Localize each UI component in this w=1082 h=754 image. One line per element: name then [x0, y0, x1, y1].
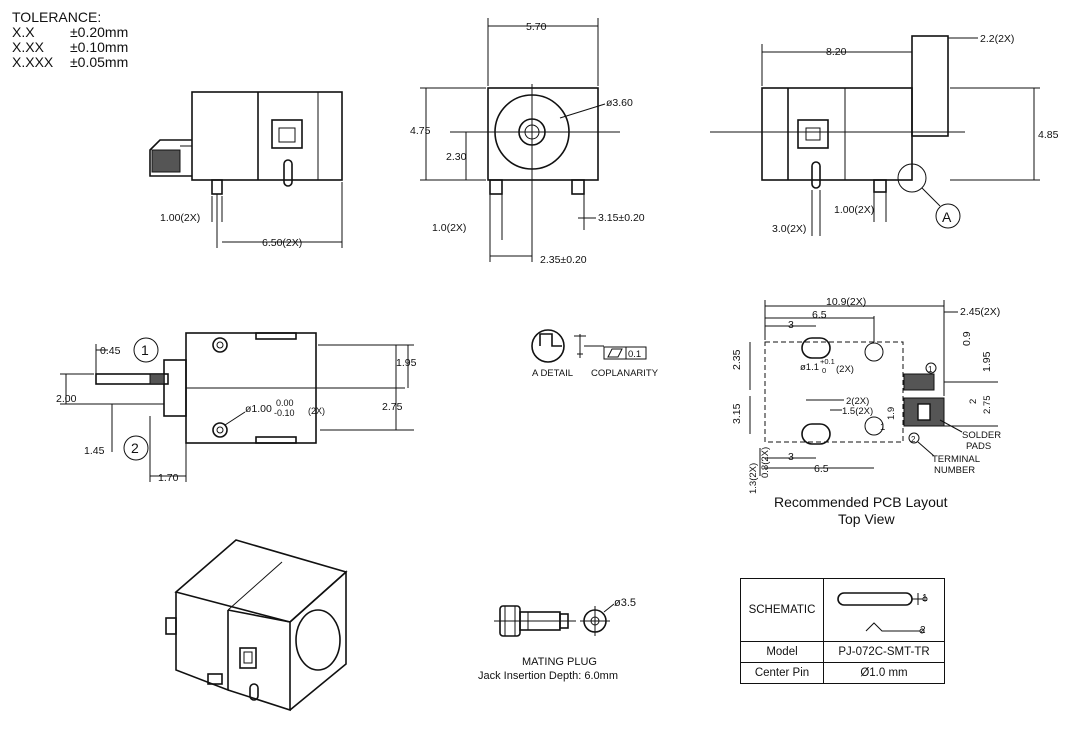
pcb-dim-1: 1: [880, 422, 885, 433]
front-view: 5.70 4.75 2.30 ø3.60 1.0(2X) 3.15±0.20 2…: [410, 18, 645, 266]
dim-2.35: 2.35±0.20: [540, 254, 587, 266]
spec-row-model: Model PJ-072C-SMT-TR: [740, 641, 945, 663]
dim-1.00-2x: 1.00(2X): [160, 212, 200, 224]
tolerance-title: TOLERANCE:: [12, 9, 102, 25]
schematic-row: SCHEMATIC 1 2: [740, 578, 945, 642]
dim-2.75: 2.75: [382, 401, 403, 413]
isometric-view: [165, 539, 348, 712]
pcb-dim-0.8-2x: 0.8(2X): [760, 447, 771, 478]
tolerance-row: X.X±0.20mm: [12, 24, 129, 40]
side-view-right: 8.20 2.2(2X) 4.85 1.00(2X) 3.0(2X) A: [710, 33, 1059, 236]
plug-title: MATING PLUG: [522, 656, 597, 668]
pcb-dim-2: 2: [968, 399, 979, 404]
pcb-hole-tol-upper: +0.1: [820, 357, 835, 366]
terminal-number-label-2: NUMBER: [934, 465, 975, 476]
schematic-symbol: 1 2: [823, 578, 945, 642]
schematic-table: SCHEMATIC 1 2 Model PJ-072C-SMT-TR Cente…: [740, 578, 945, 684]
solder-pads-label-2: PADS: [966, 441, 991, 452]
pcb-dim-3-top: 3: [788, 319, 794, 331]
plug-insertion-depth: Jack Insertion Depth: 6.0mm: [478, 670, 618, 682]
dim-hole-1.00: ø1.00: [245, 403, 272, 415]
spec-key: Model: [740, 641, 824, 663]
dim-8.20: 8.20: [826, 46, 847, 58]
hole-tol-lower: -0.10: [274, 408, 295, 418]
dim-1.00-2x-right: 1.00(2X): [834, 204, 874, 216]
dim-3.0-2x: 3.0(2X): [772, 223, 806, 235]
pin-2-marker: 2: [131, 440, 139, 456]
pcb-dim-3.15: 3.15: [731, 403, 743, 424]
dim-dia-3.60: ø3.60: [606, 97, 633, 109]
tolerance-block: TOLERANCE: X.X±0.20mm X.XX±0.10mm X.XXX±…: [12, 10, 128, 70]
terminal-number-label-1: TERMINAL: [932, 454, 980, 465]
dim-4.75: 4.75: [410, 125, 431, 137]
bottom-view: 0.45 1 2.00 1.45 2 1.70 1.95 2.75 ø1.00 …: [56, 332, 417, 484]
pcb-pad-1: 1: [928, 365, 933, 374]
dim-2.2-2x: 2.2(2X): [980, 33, 1014, 45]
mating-plug: ø3.5 MATING PLUG Jack Insertion Depth: 6…: [478, 597, 636, 682]
schematic-diagram: [837, 592, 928, 634]
tolerance-row: X.XXX±0.05mm: [12, 54, 129, 70]
dim-1.0-2x: 1.0(2X): [432, 222, 466, 234]
pcb-dim-1.3-2x: 1.3(2X): [748, 463, 759, 494]
dim-2.00: 2.00: [56, 393, 77, 405]
solder-pads-label-1: SOLDER: [962, 430, 1001, 441]
spec-key: Center Pin: [740, 662, 824, 684]
dim-6.50-2x: 6.50(2X): [262, 237, 302, 249]
pcb-dim-10.9: 10.9(2X): [826, 296, 866, 308]
coplanarity-value: 0.1: [628, 349, 641, 360]
hole-tol-upper: 0.00: [276, 398, 294, 408]
schematic-pin-2: 2: [920, 625, 926, 636]
pcb-hole-dia: ø1.1: [800, 362, 819, 373]
pcb-dim-2.45: 2.45(2X): [960, 306, 1000, 318]
dim-1.95: 1.95: [396, 357, 417, 369]
dim-3.15: 3.15±0.20: [598, 212, 645, 224]
dim-2.30: 2.30: [446, 151, 467, 163]
pcb-layout: 10.9(2X) 6.5 3 2.45(2X) 2.35 0.9 1.95 3.…: [731, 296, 1001, 527]
pcb-dim-2.35: 2.35: [731, 349, 743, 370]
pcb-dim-1.5-2x: 1.5(2X): [842, 406, 873, 417]
spec-value: PJ-072C-SMT-TR: [823, 641, 945, 663]
dim-4.85: 4.85: [1038, 129, 1059, 141]
detail-ref-a: A: [942, 209, 952, 225]
pcb-pad-2: 2: [911, 435, 916, 444]
detail-a: 0.1 A DETAIL COPLANARITY: [531, 329, 659, 379]
pcb-dim-6.5-bottom: 6.5: [814, 463, 829, 475]
dim-0.45: 0.45: [100, 345, 121, 357]
detail-label: A DETAIL: [532, 368, 573, 379]
plug-diameter: ø3.5: [614, 597, 636, 609]
spec-value: Ø1.0 mm: [823, 662, 945, 684]
pcb-dim-0.9: 0.9: [961, 331, 973, 346]
pcb-hole-tol-lower: 0: [822, 366, 826, 375]
pcb-caption-view: Top View: [838, 511, 895, 527]
pin-1-marker: 1: [141, 342, 149, 358]
pcb-hole-count: (2X): [836, 364, 854, 375]
pcb-dim-1.9: 1.9: [886, 407, 897, 420]
hole-count: (2X): [308, 406, 325, 416]
tolerance-row: X.XX±0.10mm: [12, 39, 129, 55]
pcb-dim-1.95: 1.95: [981, 351, 993, 372]
spec-row-center-pin: Center Pin Ø1.0 mm: [740, 662, 945, 684]
dim-1.70: 1.70: [158, 472, 179, 484]
pcb-dim-2-2x: 2(2X): [846, 396, 869, 407]
schematic-pin-1: 1: [922, 593, 928, 604]
pcb-caption: Recommended PCB Layout: [774, 494, 948, 510]
pcb-dim-6.5-top: 6.5: [812, 309, 827, 321]
dim-5.70: 5.70: [526, 21, 547, 33]
schematic-label: SCHEMATIC: [740, 578, 824, 642]
pcb-dim-2.75: 2.75: [982, 396, 993, 415]
side-view-left: 1.00(2X) 6.50(2X): [149, 91, 343, 249]
dim-1.45: 1.45: [84, 445, 105, 457]
coplanarity-label: COPLANARITY: [591, 368, 659, 379]
pcb-dim-3-bottom: 3: [788, 451, 794, 463]
